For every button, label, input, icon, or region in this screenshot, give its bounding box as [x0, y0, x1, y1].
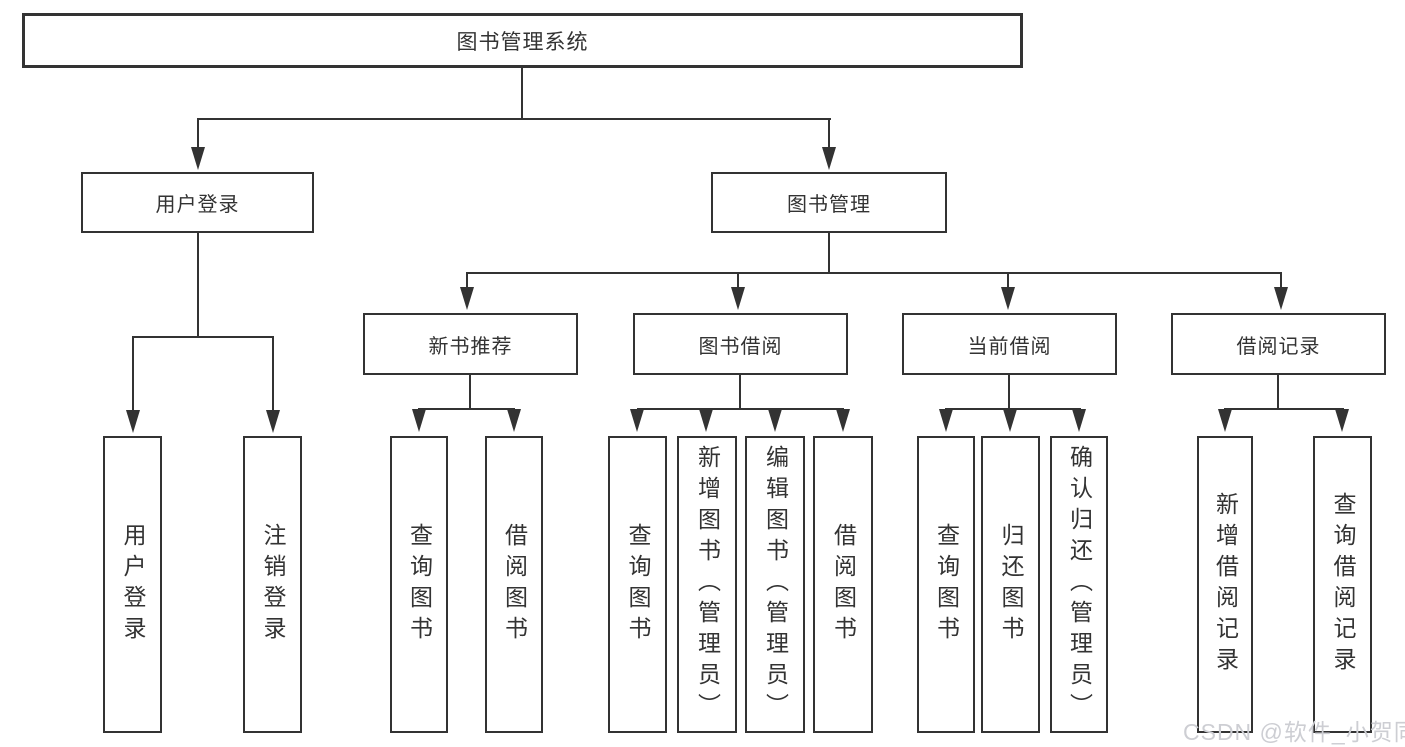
arrow-down-icon	[191, 147, 205, 170]
arrow-down-icon	[630, 409, 644, 432]
connector-line	[418, 408, 515, 410]
connector-line	[466, 272, 468, 290]
leaf-return-books: 归还图书	[981, 436, 1040, 733]
node-current-borrow: 当前借阅	[902, 313, 1117, 375]
connector-line	[132, 336, 274, 338]
connector-line	[1007, 272, 1009, 290]
connector-line	[828, 118, 830, 151]
leaf-confirm-return-admin: 确认归还（管理员）	[1050, 436, 1108, 733]
connector-line	[1224, 408, 1344, 410]
connector-line	[197, 118, 199, 151]
connector-line	[197, 233, 199, 337]
connector-line	[1008, 375, 1010, 410]
leaf-query-books-3: 查询图书	[917, 436, 975, 733]
arrow-down-icon	[822, 147, 836, 170]
arrow-down-icon	[507, 409, 521, 432]
connector-line	[737, 272, 739, 290]
leaf-add-books-admin: 新增图书（管理员）	[677, 436, 737, 733]
arrow-down-icon	[731, 287, 745, 310]
connector-line	[1280, 272, 1282, 290]
leaf-query-books-1: 查询图书	[390, 436, 448, 733]
arrow-down-icon	[1274, 287, 1288, 310]
connector-line	[272, 336, 274, 412]
connector-line	[637, 408, 844, 410]
arrow-down-icon	[836, 409, 850, 432]
arrow-down-icon	[412, 409, 426, 432]
leaf-logout-login: 注销登录	[243, 436, 302, 733]
arrow-down-icon	[1218, 409, 1232, 432]
leaf-query-borrow-record: 查询借阅记录	[1313, 436, 1372, 733]
connector-line	[132, 336, 134, 412]
arrow-down-icon	[699, 409, 713, 432]
leaf-user-login: 用户登录	[103, 436, 162, 733]
arrow-down-icon	[1003, 409, 1017, 432]
arrow-down-icon	[1072, 409, 1086, 432]
node-library-management-system: 图书管理系统	[22, 13, 1023, 68]
connector-line	[469, 375, 471, 410]
node-user-login: 用户登录	[81, 172, 314, 233]
arrow-down-icon	[939, 409, 953, 432]
arrow-down-icon	[1001, 287, 1015, 310]
arrow-down-icon	[460, 287, 474, 310]
leaf-edit-books-admin: 编辑图书（管理员）	[745, 436, 805, 733]
arrow-down-icon	[768, 409, 782, 432]
leaf-borrow-books-2: 借阅图书	[813, 436, 873, 733]
leaf-borrow-books-1: 借阅图书	[485, 436, 543, 733]
connector-line	[521, 68, 523, 119]
arrow-down-icon	[266, 410, 280, 433]
leaf-add-borrow-record: 新增借阅记录	[1197, 436, 1253, 733]
node-book-management: 图书管理	[711, 172, 947, 233]
leaf-query-books-2: 查询图书	[608, 436, 667, 733]
connector-line	[197, 118, 831, 120]
node-new-book-recommend: 新书推荐	[363, 313, 578, 375]
connector-line	[739, 375, 741, 410]
arrow-down-icon	[126, 410, 140, 433]
connector-line	[828, 233, 830, 274]
node-book-borrow: 图书借阅	[633, 313, 848, 375]
connector-line	[1277, 375, 1279, 410]
connector-line	[466, 272, 1282, 274]
arrow-down-icon	[1335, 409, 1349, 432]
node-borrow-records: 借阅记录	[1171, 313, 1386, 375]
